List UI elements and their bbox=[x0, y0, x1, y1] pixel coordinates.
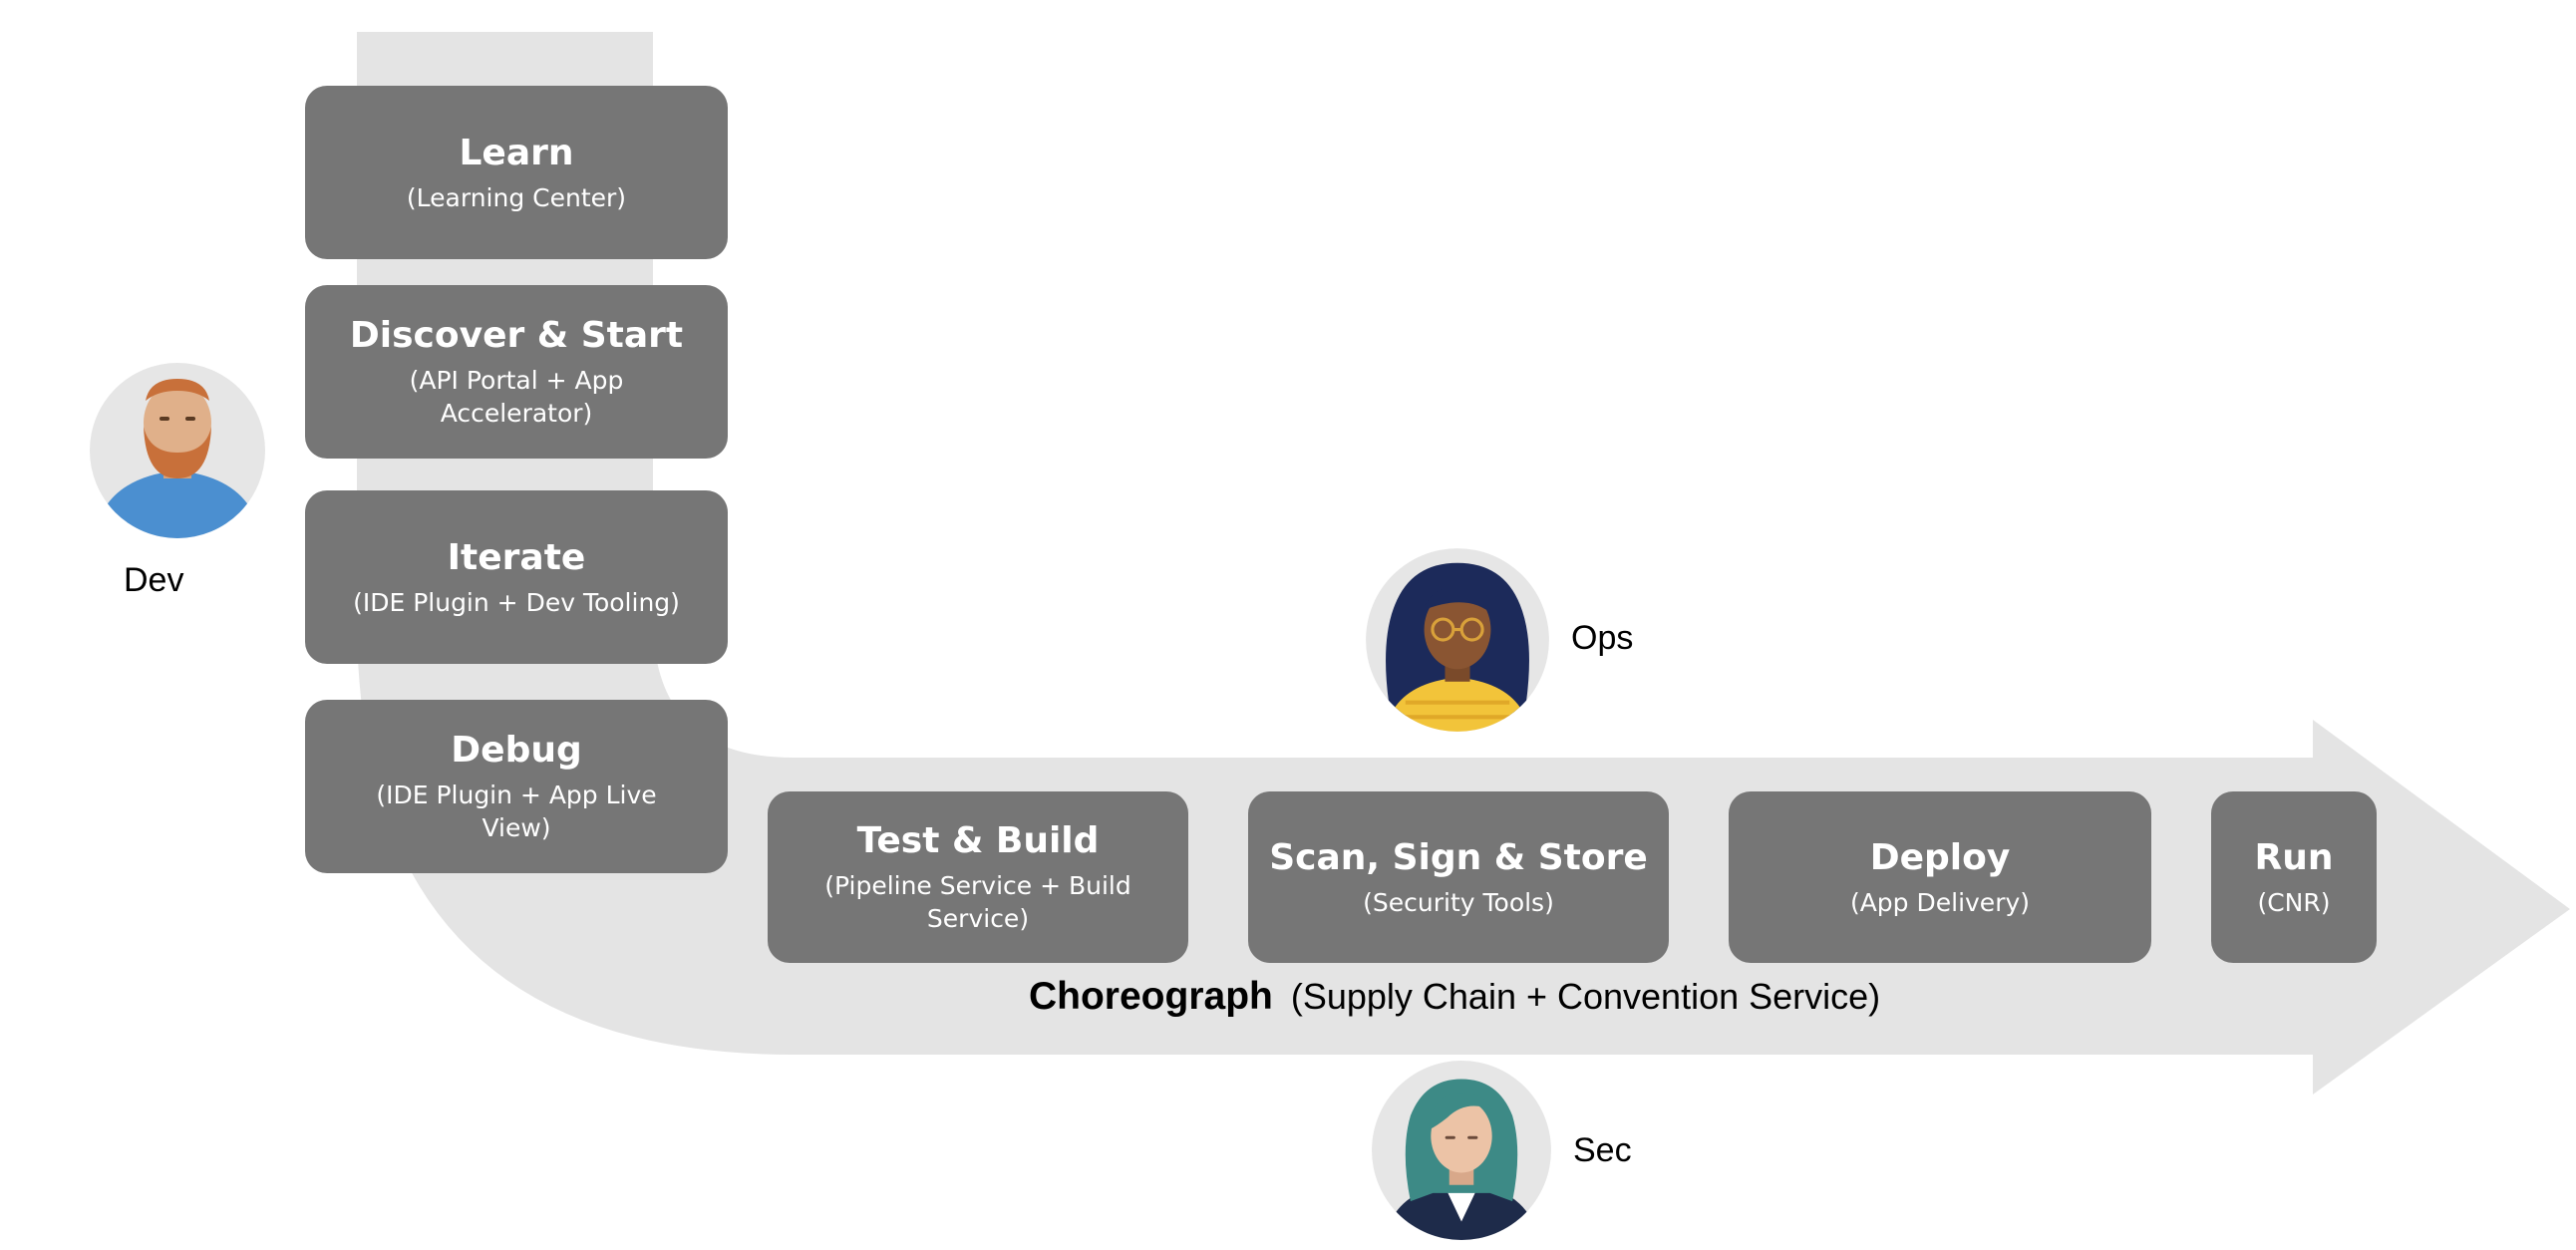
stage-subtitle: (Learning Center) bbox=[406, 182, 627, 212]
dev-label: Dev bbox=[124, 561, 184, 599]
stage-learn: Learn (Learning Center) bbox=[305, 86, 728, 259]
stage-subtitle: (CNR) bbox=[2257, 887, 2331, 917]
choreograph-subtitle: (Supply Chain + Convention Service) bbox=[1290, 976, 1881, 1017]
stage-title: Discover & Start bbox=[349, 315, 684, 356]
stage-title: Deploy bbox=[1869, 836, 2011, 878]
stage-title: Iterate bbox=[447, 536, 586, 578]
ops-avatar bbox=[1366, 548, 1549, 732]
stage-title: Debug bbox=[451, 730, 582, 771]
stage-discover-start: Discover & Start (API Portal + App Accel… bbox=[305, 285, 728, 459]
stage-scan-sign-store: Scan, Sign & Store (Security Tools) bbox=[1248, 791, 1669, 963]
dev-avatar bbox=[90, 363, 265, 538]
ops-label: Ops bbox=[1571, 619, 1634, 657]
stage-title: Test & Build bbox=[856, 820, 1100, 861]
choreograph-caption: Choreograph (Supply Chain + Convention Se… bbox=[1029, 975, 1880, 1019]
stage-subtitle: (API Portal + App Accelerator) bbox=[409, 366, 624, 428]
stage-subtitle: (IDE Plugin + Dev Tooling) bbox=[353, 587, 680, 617]
stage-title: Learn bbox=[459, 132, 574, 173]
stage-subtitle: (Pipeline Service + Build Service) bbox=[824, 871, 1131, 933]
stage-deploy: Deploy (App Delivery) bbox=[1729, 791, 2151, 963]
stage-test-build: Test & Build (Pipeline Service + Build S… bbox=[768, 791, 1188, 963]
stage-run: Run (CNR) bbox=[2211, 791, 2377, 963]
choreograph-title: Choreograph bbox=[1029, 975, 1273, 1018]
stage-title: Scan, Sign & Store bbox=[1269, 836, 1648, 878]
sec-label: Sec bbox=[1573, 1131, 1632, 1169]
stage-iterate: Iterate (IDE Plugin + Dev Tooling) bbox=[305, 490, 728, 664]
stage-subtitle: (IDE Plugin + App Live View) bbox=[376, 781, 657, 842]
stage-debug: Debug (IDE Plugin + App Live View) bbox=[305, 700, 728, 873]
stage-title: Run bbox=[2254, 836, 2334, 878]
stage-subtitle: (App Delivery) bbox=[1849, 887, 2031, 917]
stage-subtitle: (Security Tools) bbox=[1363, 887, 1554, 917]
sec-avatar bbox=[1372, 1061, 1551, 1240]
